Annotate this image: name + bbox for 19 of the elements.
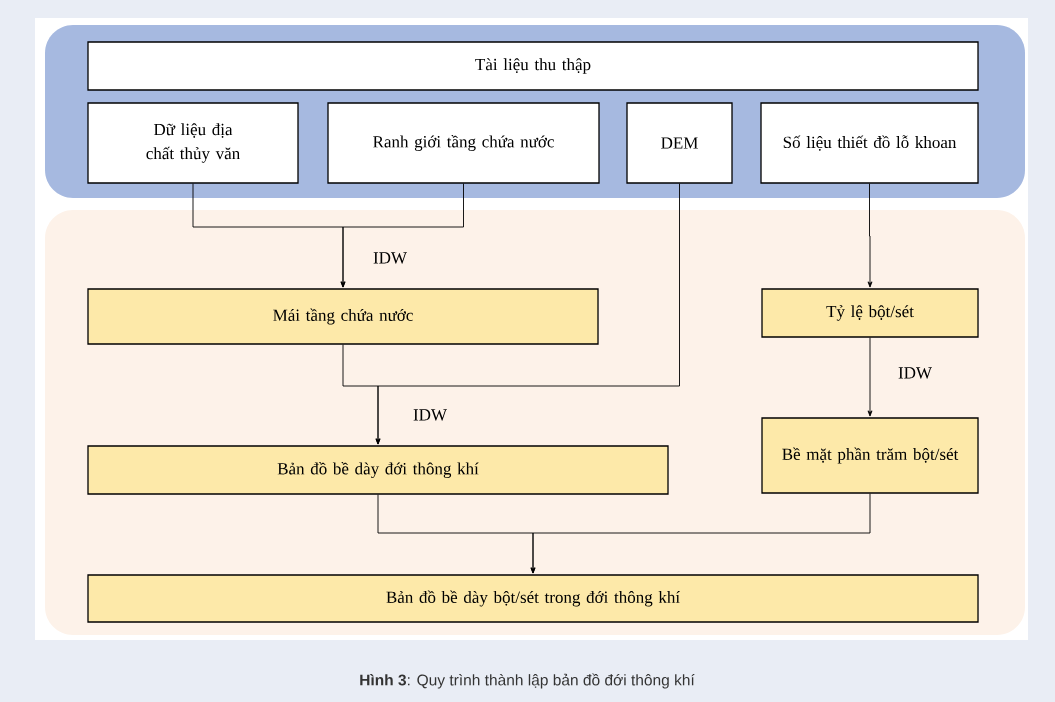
edge-label: IDW: [411, 407, 449, 423]
process-box: Tài liệu thu thập: [87, 41, 979, 91]
arrow: [530, 493, 871, 574]
edge-label: IDW: [896, 365, 934, 381]
process-box: DEM: [626, 102, 733, 184]
process-box: Mái tầng chứa nước: [87, 288, 599, 345]
process-box: Bản đồ bề dày bột/sét trong đới thông khí: [87, 574, 979, 623]
edge-label: IDW: [371, 250, 409, 266]
process-box: Tỷ lệ bột/sét: [761, 288, 979, 338]
process-box: Bề mặt phần trăm bột/sét: [761, 417, 979, 494]
process-box: Bản đồ bề dày đới thông khí: [87, 445, 669, 495]
arrow: [867, 337, 873, 417]
arrow: [340, 183, 464, 288]
arrow: [867, 183, 873, 288]
arrow: [375, 183, 680, 445]
caption: Hình 3: Quy trình thành lập bản đồ đới thông khí: [360, 673, 695, 689]
process-box: Số liệu thiết đồ lỗ khoan: [760, 102, 979, 184]
process-box: Ranh giới tầng chứa nước: [327, 102, 600, 184]
process-box: Dữ liệu địa chất thủy văn: [87, 102, 299, 184]
